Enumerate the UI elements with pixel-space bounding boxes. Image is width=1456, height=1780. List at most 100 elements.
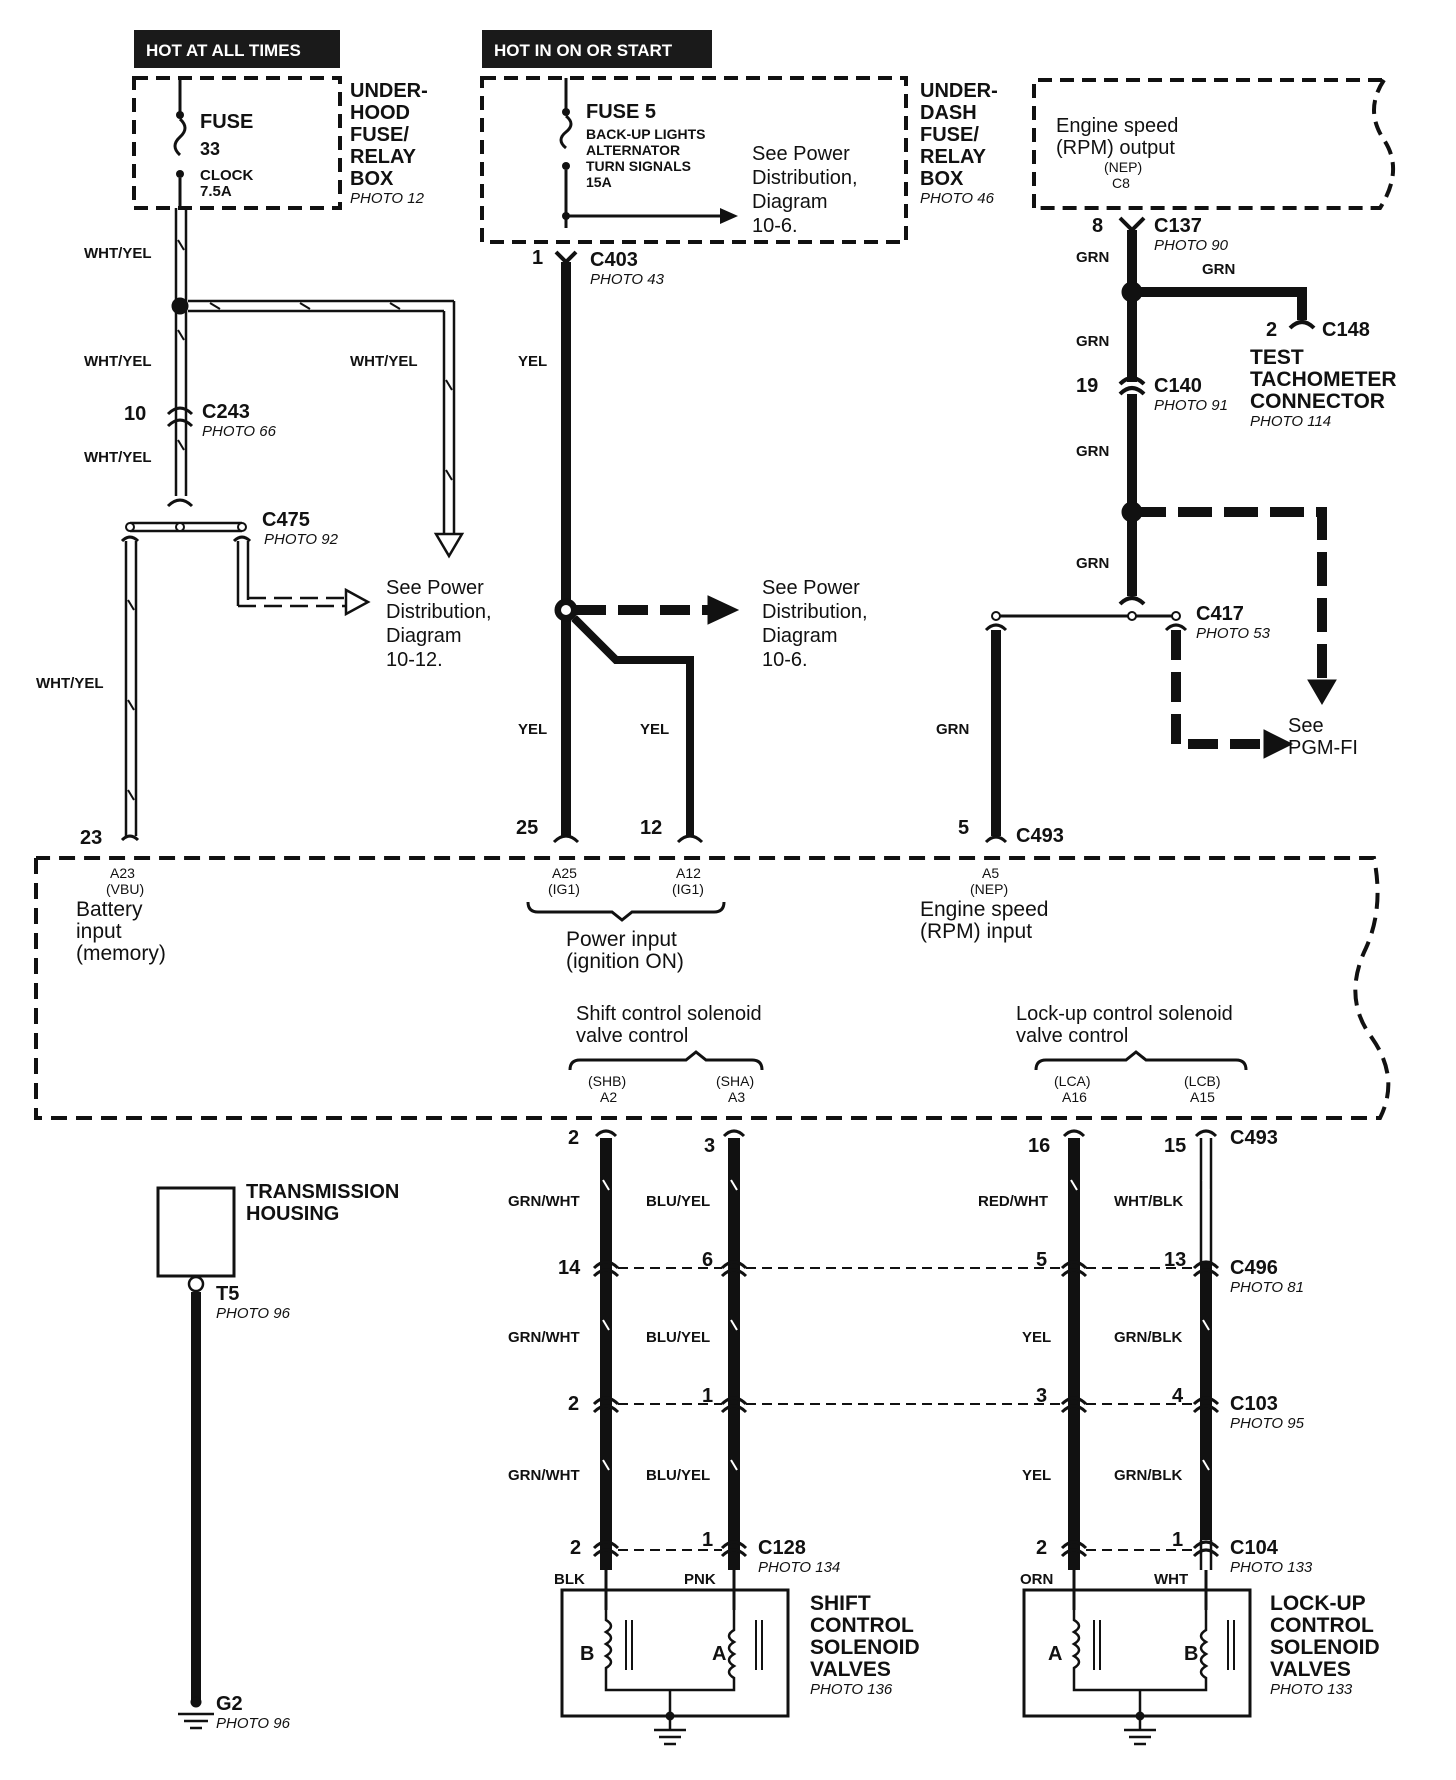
pcm-shift-ctrl-line2: valve control — [576, 1025, 688, 1047]
fuse-number: 33 — [200, 139, 220, 159]
ground-icon-g2 — [178, 1696, 214, 1730]
wire-label-yel-2: YEL — [518, 721, 547, 738]
underdash-name-line2: DASH — [920, 102, 977, 124]
shift-valves-line1: SHIFT — [810, 1592, 871, 1615]
underhood-photo: PHOTO 12 — [350, 190, 425, 207]
wire-grn-engine-speed — [984, 216, 1337, 844]
underhood-name-line4: RELAY — [350, 146, 417, 168]
underdash-see-line1: See Power — [752, 143, 850, 165]
wire-label-grn-5: GRN — [1076, 555, 1109, 572]
underdash-name-line1: UNDER- — [920, 80, 998, 102]
underhood-name-line5: BOX — [350, 168, 394, 190]
underdash-name-line4: RELAY — [920, 146, 987, 168]
c140-pin: 19 — [1076, 375, 1098, 397]
pcm-a16: A16 — [1062, 1089, 1087, 1105]
fuse-name: CLOCK — [200, 167, 253, 184]
pcm-a25: A25 — [552, 865, 577, 881]
pcm-power-line1: Power input — [566, 928, 677, 951]
lockup-valves-line1: LOCK-UP — [1270, 1592, 1366, 1615]
test-tach-line3: CONNECTOR — [1250, 390, 1385, 413]
wire-wht-yel-battery — [120, 208, 465, 842]
see-power-1012-line1: See Power — [386, 577, 484, 599]
wire-label-grn-wht-3: GRN/WHT — [508, 1467, 580, 1484]
c104-pin-1: 1 — [1172, 1529, 1183, 1551]
c103-pin-4: 4 — [1172, 1385, 1184, 1407]
shift-solenoid-coils — [603, 1610, 737, 1692]
header-hot-in-on-or-start: HOT IN ON OR START — [482, 30, 712, 68]
pcm-shift-ctrl-line1: Shift control solenoid — [576, 1003, 762, 1025]
c493-pin-25: 25 — [516, 817, 538, 839]
see-pgmfi-line2: PGM-FI — [1288, 737, 1358, 759]
c475-name: C475 — [262, 509, 310, 531]
wire-label-grn-wht-2: GRN/WHT — [508, 1329, 580, 1346]
see-power-106-line4: 10-6. — [762, 649, 808, 671]
lockup-valves-line4: VALVES — [1270, 1658, 1351, 1681]
c128-photo: PHOTO 134 — [758, 1559, 840, 1576]
engine-output-line1: Engine speed — [1056, 115, 1178, 137]
shift-valves-line2: CONTROL — [810, 1614, 914, 1637]
underdash-name-line3: FUSE/ — [920, 124, 979, 146]
engine-speed-output-box: Engine speed (RPM) output (NEP) C8 — [1032, 78, 1396, 210]
see-pgmfi-line1: See — [1288, 715, 1324, 737]
fuse-5-icon — [559, 114, 573, 150]
wire-label-orn: ORN — [1020, 1571, 1053, 1588]
underdash-see-line4: 10-6. — [752, 215, 798, 237]
underdash-fuse-relay-box: FUSE 5 BACK-UP LIGHTS ALTERNATOR TURN SI… — [480, 76, 998, 244]
c128-pin-1: 1 — [702, 1529, 713, 1551]
transmission-housing-box — [156, 1186, 236, 1278]
c140-photo: PHOTO 91 — [1154, 397, 1228, 414]
c103-photo: PHOTO 95 — [1230, 1415, 1305, 1432]
fuse-rating: 7.5A — [200, 183, 232, 200]
wire-label-grn-2: GRN — [1202, 261, 1235, 278]
c403-name: C403 — [590, 249, 638, 271]
underdash-photo: PHOTO 46 — [920, 190, 995, 207]
pcm-a2: A2 — [600, 1089, 617, 1105]
wire-label-wht-yel-5: WHT/YEL — [36, 675, 104, 692]
lockup-coil-b: B — [1184, 1643, 1198, 1665]
c493b-pin-3: 3 — [704, 1135, 715, 1157]
c496-pin-5: 5 — [1036, 1249, 1047, 1271]
engine-output-signal: (NEP) — [1104, 159, 1142, 175]
shift-coil-b: B — [580, 1643, 594, 1665]
ground-icon-shift — [654, 1711, 686, 1746]
c475-photo: PHOTO 92 — [264, 531, 339, 548]
shift-ctrl-brace — [568, 1050, 764, 1071]
wire-label-wht-yel-4: WHT/YEL — [84, 449, 152, 466]
c417-photo: PHOTO 53 — [1196, 625, 1271, 642]
see-power-106-line2: Distribution, — [762, 601, 868, 623]
c103-pin-2: 2 — [568, 1393, 579, 1415]
transmission-housing-line1: TRANSMISSION — [246, 1181, 399, 1203]
see-power-106-line1: See Power — [762, 577, 860, 599]
fuse-33-icon — [173, 117, 187, 157]
wire-yel-power — [552, 250, 740, 844]
fuse5-line3: TURN SIGNALS — [586, 158, 691, 174]
wire-label-blu-yel-2: BLU/YEL — [646, 1329, 710, 1346]
c243-pin: 10 — [124, 403, 146, 425]
c137-photo: PHOTO 90 — [1154, 237, 1229, 254]
pcm-a3: A3 — [728, 1089, 745, 1105]
c403-photo: PHOTO 43 — [590, 271, 665, 288]
engine-output-line2: (RPM) output — [1056, 137, 1175, 159]
lockup-valves-photo: PHOTO 133 — [1270, 1681, 1353, 1698]
wire-label-wht-yel-1: WHT/YEL — [84, 245, 152, 262]
shift-coil-a: A — [712, 1643, 726, 1665]
see-power-1012-line4: 10-12. — [386, 649, 443, 671]
c493b-pin-15: 15 — [1164, 1135, 1186, 1157]
wire-label-wht: WHT — [1154, 1571, 1188, 1588]
c496-pin-6: 6 — [702, 1249, 713, 1271]
pcm-nep: (NEP) — [970, 881, 1008, 897]
fuse5-label: FUSE 5 — [586, 101, 656, 123]
c493-pin-12: 12 — [640, 817, 662, 839]
see-power-106-line3: Diagram — [762, 625, 838, 647]
pcm-engine-in-line1: Engine speed — [920, 898, 1048, 921]
underdash-see-line2: Distribution, — [752, 167, 858, 189]
c103-pin-1: 1 — [702, 1385, 713, 1407]
pcm-engine-in-line2: (RPM) input — [920, 920, 1032, 943]
transmission-housing-line2: HOUSING — [246, 1203, 339, 1225]
lockup-solenoid-coils — [1071, 1610, 1209, 1692]
pcm-battery-line1: Battery — [76, 898, 143, 921]
shift-valves-line4: VALVES — [810, 1658, 891, 1681]
underdash-name-line5: BOX — [920, 168, 964, 190]
wire-label-yel-1: YEL — [518, 353, 547, 370]
wire-label-blk: BLK — [554, 1571, 585, 1588]
